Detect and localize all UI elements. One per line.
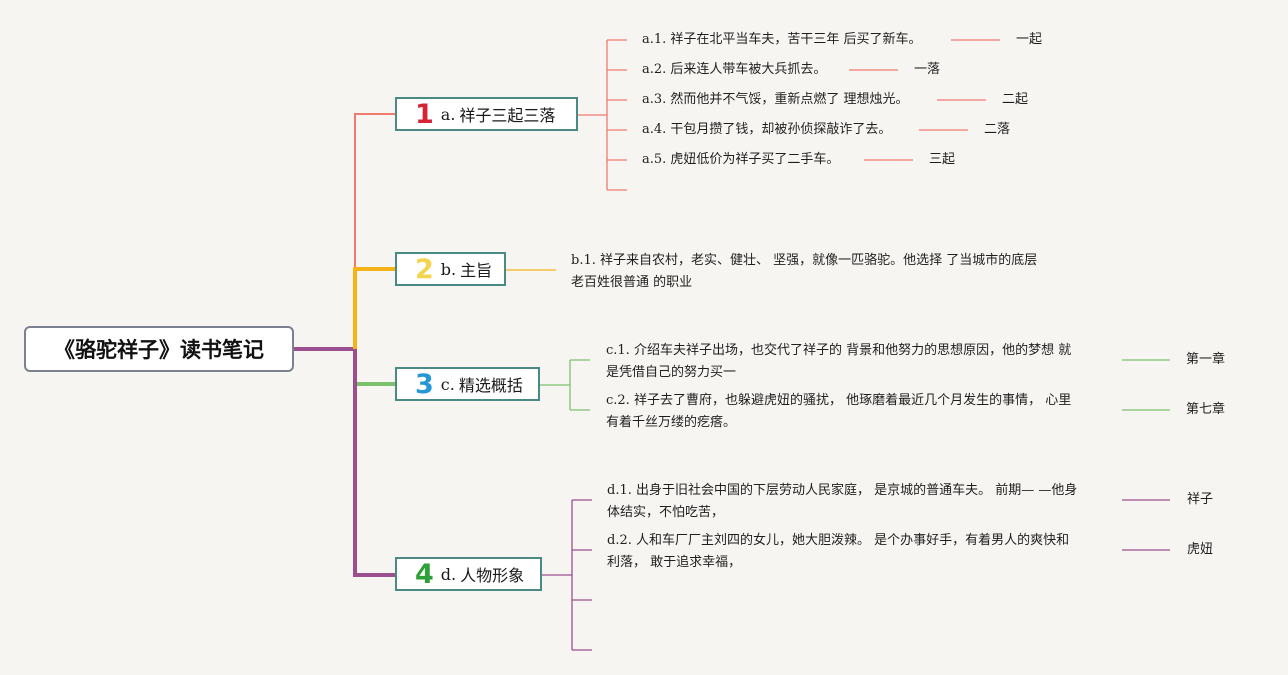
branch-a-code: a. bbox=[440, 104, 456, 124]
root-topic[interactable]: 《骆驼祥子》读书笔记 bbox=[24, 326, 294, 372]
branch-a-line bbox=[354, 113, 395, 349]
tag-a2[interactable]: 一落 bbox=[914, 62, 941, 77]
branch-c-code: c. bbox=[440, 374, 455, 394]
branch-node-d[interactable]: 4 d. 人物形象 bbox=[395, 557, 542, 591]
number-2-icon: 2 bbox=[415, 253, 434, 285]
leaf-a3[interactable]: a.3. 然而他并不气馁，重新点燃了 理想烛光。 bbox=[642, 92, 909, 107]
branch-d-line bbox=[353, 349, 395, 577]
branch-node-a[interactable]: 1 a. 祥子三起三落 bbox=[395, 97, 578, 131]
branch-node-b[interactable]: 2 b. 主旨 bbox=[395, 252, 506, 286]
branch-d-code: d. bbox=[440, 564, 457, 584]
branch-b-label: 主旨 bbox=[460, 261, 493, 280]
branch-d-label: 人物形象 bbox=[460, 566, 525, 585]
leaf-d1[interactable]: d.1. 出身于旧社会中国的下层劳动人民家庭， 是京城的普通车夫。 前期— —他… bbox=[607, 480, 1077, 524]
tag-a5[interactable]: 三起 bbox=[929, 152, 956, 167]
branch-a-label: 祥子三起三落 bbox=[459, 106, 556, 125]
tag-c2[interactable]: 第七章 bbox=[1186, 402, 1226, 417]
leaf-a4[interactable]: a.4. 干包月攒了钱，却被孙侦探敲诈了去。 bbox=[642, 122, 892, 137]
branch-a-children-lines bbox=[578, 39, 1000, 191]
leaf-c2-line2: 有着千丝万缕的疙瘩。 bbox=[606, 415, 737, 430]
tag-a1[interactable]: 一起 bbox=[1016, 32, 1043, 47]
leaf-c2-line1: c.2. 祥子去了曹府，也躲避虎妞的骚扰， 他琢磨着最近几个月发生的事情， 心里 bbox=[606, 393, 1072, 408]
tag-a3[interactable]: 二起 bbox=[1002, 92, 1029, 107]
leaf-a1[interactable]: a.1. 祥子在北平当车夫，苦干三年 后买了新车。 bbox=[642, 32, 922, 47]
tag-c1[interactable]: 第一章 bbox=[1186, 352, 1226, 367]
leaf-c1-line2: 是凭借自己的努力买一 bbox=[606, 365, 737, 380]
leaf-b1[interactable]: b.1. 祥子来自农村，老实、健壮、 坚强，就像一匹骆驼。他选择 了当城市的底层… bbox=[571, 250, 1037, 294]
branch-node-c[interactable]: 3 c. 精选概括 bbox=[395, 367, 540, 401]
leaf-d2-line1: d.2. 人和车厂厂主刘四的女儿，她大胆泼辣。 是个办事好手，有着男人的爽快和 bbox=[607, 533, 1070, 548]
branch-d-children-lines bbox=[542, 499, 1170, 651]
leaf-b1-line1: b.1. 祥子来自农村，老实、健壮、 坚强，就像一匹骆驼。他选择 了当城市的底层 bbox=[571, 253, 1038, 268]
leaf-a2[interactable]: a.2. 后来连人带车被大兵抓去。 bbox=[642, 62, 827, 77]
branch-c-children-lines bbox=[540, 359, 1170, 411]
leaf-d2-line2: 利落， 敢于追求幸福， bbox=[607, 555, 742, 570]
branch-c-label: 精选概括 bbox=[458, 376, 523, 395]
number-1-icon: 1 bbox=[415, 98, 434, 130]
leaf-b1-line2: 老百姓很普通 的职业 bbox=[571, 275, 693, 290]
root-title: 《骆驼祥子》读书笔记 bbox=[54, 338, 264, 362]
leaf-c1[interactable]: c.1. 介绍车夫祥子出场，也交代了祥子的 背景和他努力的思想原因，他的梦想 就… bbox=[606, 340, 1071, 384]
tag-d1[interactable]: 祥子 bbox=[1187, 492, 1214, 507]
number-3-icon: 3 bbox=[415, 368, 434, 400]
number-4-icon: 4 bbox=[415, 558, 434, 590]
branch-b-line bbox=[353, 267, 395, 349]
leaf-d2[interactable]: d.2. 人和车厂厂主刘四的女儿，她大胆泼辣。 是个办事好手，有着男人的爽快和 … bbox=[607, 530, 1069, 574]
leaf-d1-line1: d.1. 出身于旧社会中国的下层劳动人民家庭， 是京城的普通车夫。 前期— —他… bbox=[607, 483, 1078, 498]
branch-b-code: b. bbox=[440, 259, 457, 279]
tag-d2[interactable]: 虎妞 bbox=[1187, 542, 1214, 557]
tag-a4[interactable]: 二落 bbox=[984, 122, 1011, 137]
leaf-c1-line1: c.1. 介绍车夫祥子出场，也交代了祥子的 背景和他努力的思想原因，他的梦想 就 bbox=[606, 343, 1072, 358]
leaf-a5[interactable]: a.5. 虎妞低价为祥子买了二手车。 bbox=[642, 152, 840, 167]
leaf-c2[interactable]: c.2. 祥子去了曹府，也躲避虎妞的骚扰， 他琢磨着最近几个月发生的事情， 心里… bbox=[606, 390, 1071, 434]
leaf-d1-line2: 体结实，不怕吃苦， bbox=[607, 505, 725, 520]
